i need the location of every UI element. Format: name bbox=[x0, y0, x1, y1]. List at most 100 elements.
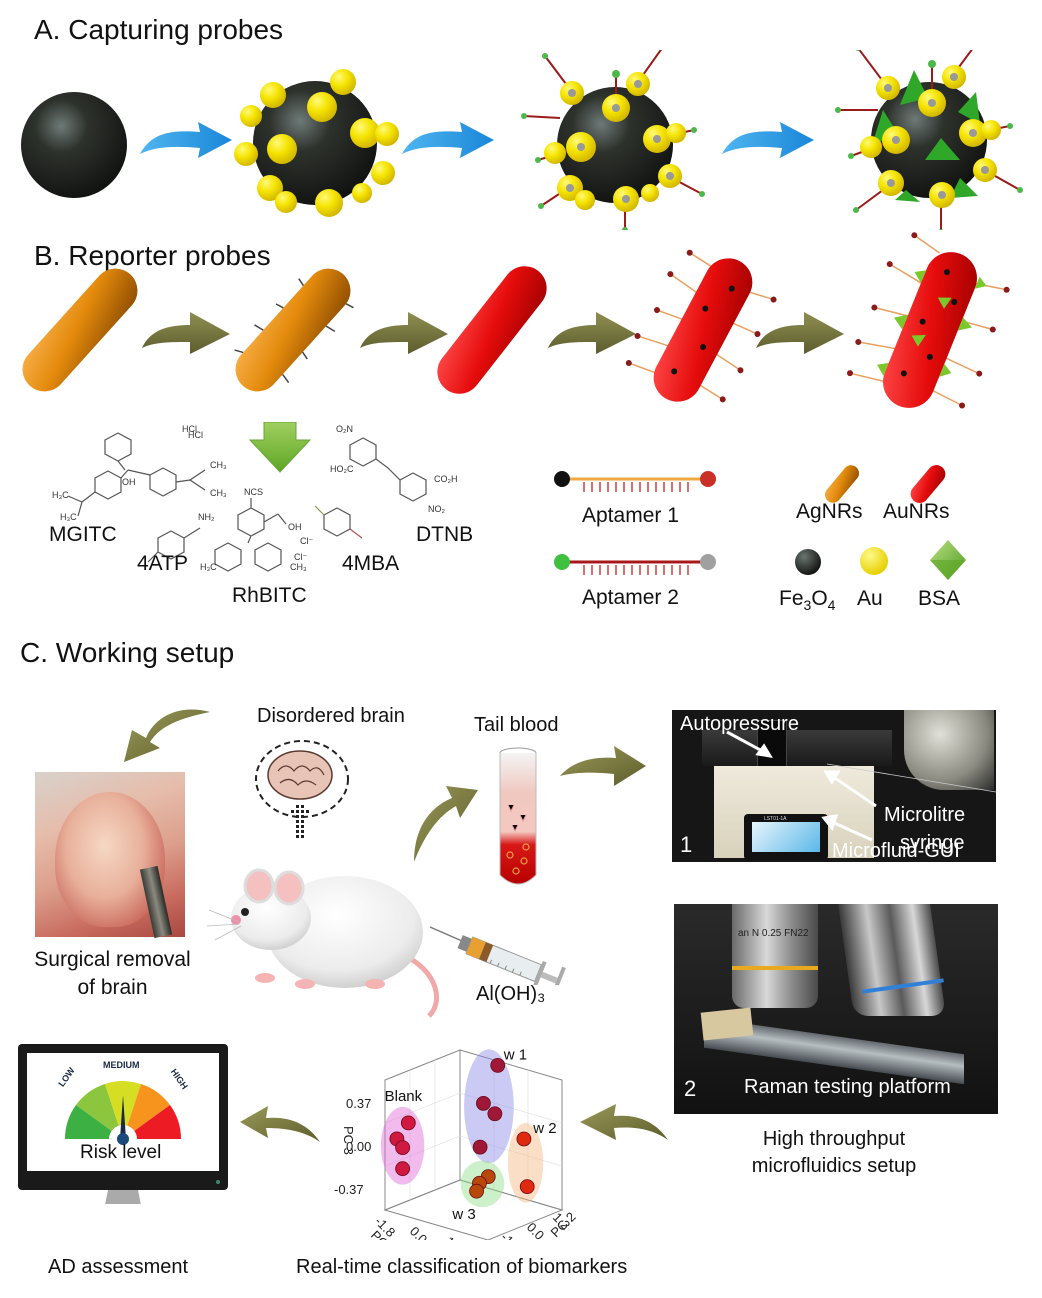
annotation-arrows bbox=[726, 730, 996, 842]
data-point bbox=[476, 1095, 491, 1111]
svg-text:OH: OH bbox=[122, 477, 136, 487]
gauge-needle bbox=[120, 1095, 126, 1139]
au-icon bbox=[860, 547, 888, 575]
workflow-arrows bbox=[124, 709, 668, 1142]
svg-text:O₂N: O₂N bbox=[336, 424, 353, 434]
svg-text:Cl⁻: Cl⁻ bbox=[294, 552, 307, 562]
disordered-brain-label: Disordered brain bbox=[257, 705, 405, 727]
svg-text:CH₃: CH₃ bbox=[210, 488, 227, 498]
data-point bbox=[487, 1106, 503, 1122]
chart-frame bbox=[383, 1049, 564, 1240]
mouse-illustration bbox=[206, 868, 440, 1018]
photo2-number: 2 bbox=[684, 1076, 697, 1101]
svg-text:NCS: NCS bbox=[244, 487, 263, 497]
legend-fe3o4-label: Fe3O4 bbox=[779, 587, 835, 613]
monitor-illustration bbox=[18, 1044, 228, 1204]
reporter-label-rhbitc: RhBITC bbox=[232, 584, 307, 607]
objective-lens-2 bbox=[838, 904, 946, 1016]
aunr-rod bbox=[437, 266, 547, 394]
microscope-arm bbox=[904, 710, 994, 790]
section-b-title: B. Reporter probes bbox=[34, 240, 271, 271]
microfluidics-line1: High throughput bbox=[762, 1128, 906, 1150]
surgical-removal-line1: Surgical removal bbox=[34, 948, 191, 971]
z-axis-label: PC 3 bbox=[341, 1126, 356, 1155]
svg-text:HO₂C: HO₂C bbox=[330, 464, 354, 474]
reporter-label-mgitc: MGITC bbox=[49, 523, 117, 546]
surgical-removal-label: Surgical removal of brain bbox=[20, 948, 205, 1000]
photo1-number: 1 bbox=[680, 832, 693, 857]
photo-raman-platform: an N 0.25 FN22 Raman testing platform 2 bbox=[674, 904, 998, 1114]
autopressure-label: Autopressure bbox=[680, 713, 799, 735]
fe3o4-au-aptamer-bsa-sphere bbox=[835, 50, 1023, 230]
tape bbox=[700, 1007, 754, 1041]
fe3o4-au-aptamer-sphere bbox=[521, 50, 705, 230]
yellow-ring bbox=[732, 966, 818, 970]
benzene-ring bbox=[104, 432, 132, 462]
svg-text:CH₃: CH₃ bbox=[290, 562, 307, 572]
o-text: O bbox=[811, 587, 828, 610]
syringe-icon bbox=[429, 926, 566, 985]
z-tick-label: 0.37 bbox=[346, 1096, 371, 1111]
aptamer1-icon bbox=[554, 471, 716, 492]
agnr-icon bbox=[825, 465, 859, 503]
z-tick-label: 0.00 bbox=[346, 1139, 371, 1154]
curved-arrow-icon bbox=[560, 746, 646, 786]
gauge-medium-label: MEDIUM bbox=[103, 1060, 140, 1070]
pump-screen-bezel bbox=[744, 814, 828, 860]
legend-aptamer1-label: Aptamer 1 bbox=[582, 504, 679, 527]
reporter-label-4atp: 4ATP bbox=[137, 552, 188, 575]
arrow-icon bbox=[142, 312, 230, 354]
cluster-label: w 2 bbox=[532, 1120, 556, 1137]
curved-arrow-icon bbox=[124, 709, 210, 762]
reporter-probes-illustration bbox=[22, 232, 1010, 409]
cluster-ellipse-2 bbox=[507, 1122, 544, 1203]
data-point bbox=[519, 1179, 535, 1194]
z-tick-label: -0.37 bbox=[334, 1182, 364, 1197]
fe3o4-icon bbox=[795, 549, 821, 575]
fe3o4-core-sphere bbox=[21, 92, 127, 198]
injection-label: Al(OH)₃ bbox=[476, 983, 546, 1005]
arrow-icon bbox=[548, 312, 636, 354]
section-a-title: A. Capturing probes bbox=[34, 14, 284, 45]
legend-agnrs-label: AgNRs bbox=[796, 500, 863, 523]
risk-level-label: Risk level bbox=[80, 1142, 162, 1163]
sub-4: 4 bbox=[827, 597, 836, 614]
curved-arrow-icon bbox=[580, 1104, 668, 1140]
classification-label: Real-time classification of biomarkers bbox=[296, 1256, 628, 1278]
data-point bbox=[395, 1161, 411, 1177]
cluster-label: w 3 bbox=[451, 1206, 475, 1223]
tail-blood-label: Tail blood bbox=[474, 714, 559, 736]
arrow-icon bbox=[140, 122, 232, 158]
fe3o4-au-sphere bbox=[234, 69, 399, 217]
legend-aptamer2-label: Aptamer 2 bbox=[582, 586, 679, 609]
legend-aunrs-label: AuNRs bbox=[883, 500, 950, 523]
svg-text:CO₂H: CO₂H bbox=[434, 474, 458, 484]
svg-text:NH₂: NH₂ bbox=[198, 512, 215, 522]
arrow-icon bbox=[360, 312, 448, 354]
data-point bbox=[490, 1057, 506, 1073]
legend-au-label: Au bbox=[857, 587, 883, 610]
reporter-note-cl: Cl⁻ bbox=[300, 536, 314, 546]
capturing-probes-illustration bbox=[21, 50, 1023, 230]
ad-assessment-label: AD assessment bbox=[48, 1256, 189, 1278]
arrow-icon bbox=[756, 312, 844, 354]
microfluid-gui-label: Microfluid-GUI bbox=[832, 840, 960, 862]
blood-tube-icon bbox=[499, 747, 537, 885]
aunr-icon bbox=[910, 465, 946, 503]
data-point bbox=[469, 1183, 484, 1199]
y-tick-label: -1.2 bbox=[498, 1230, 524, 1240]
svg-text:OH: OH bbox=[288, 522, 302, 532]
pump-screen bbox=[752, 822, 820, 852]
photo-syringe-pump: LST01-1A Autopressure Microlitre syringe… bbox=[672, 710, 996, 862]
curved-arrow-icon bbox=[414, 786, 478, 862]
reporter-label-4mba: 4MBA bbox=[342, 552, 400, 575]
curved-arrow-icon bbox=[240, 1106, 320, 1142]
objective-lens-1 bbox=[732, 904, 818, 1008]
reporter-note-hcl: HCl bbox=[182, 424, 197, 434]
x-tick-label: 1.8 bbox=[442, 1234, 465, 1240]
arrow-icon bbox=[722, 122, 814, 158]
fe-text: Fe bbox=[779, 587, 804, 610]
cluster-label: Blank bbox=[385, 1088, 423, 1105]
cluster-label: w 1 bbox=[503, 1046, 527, 1063]
